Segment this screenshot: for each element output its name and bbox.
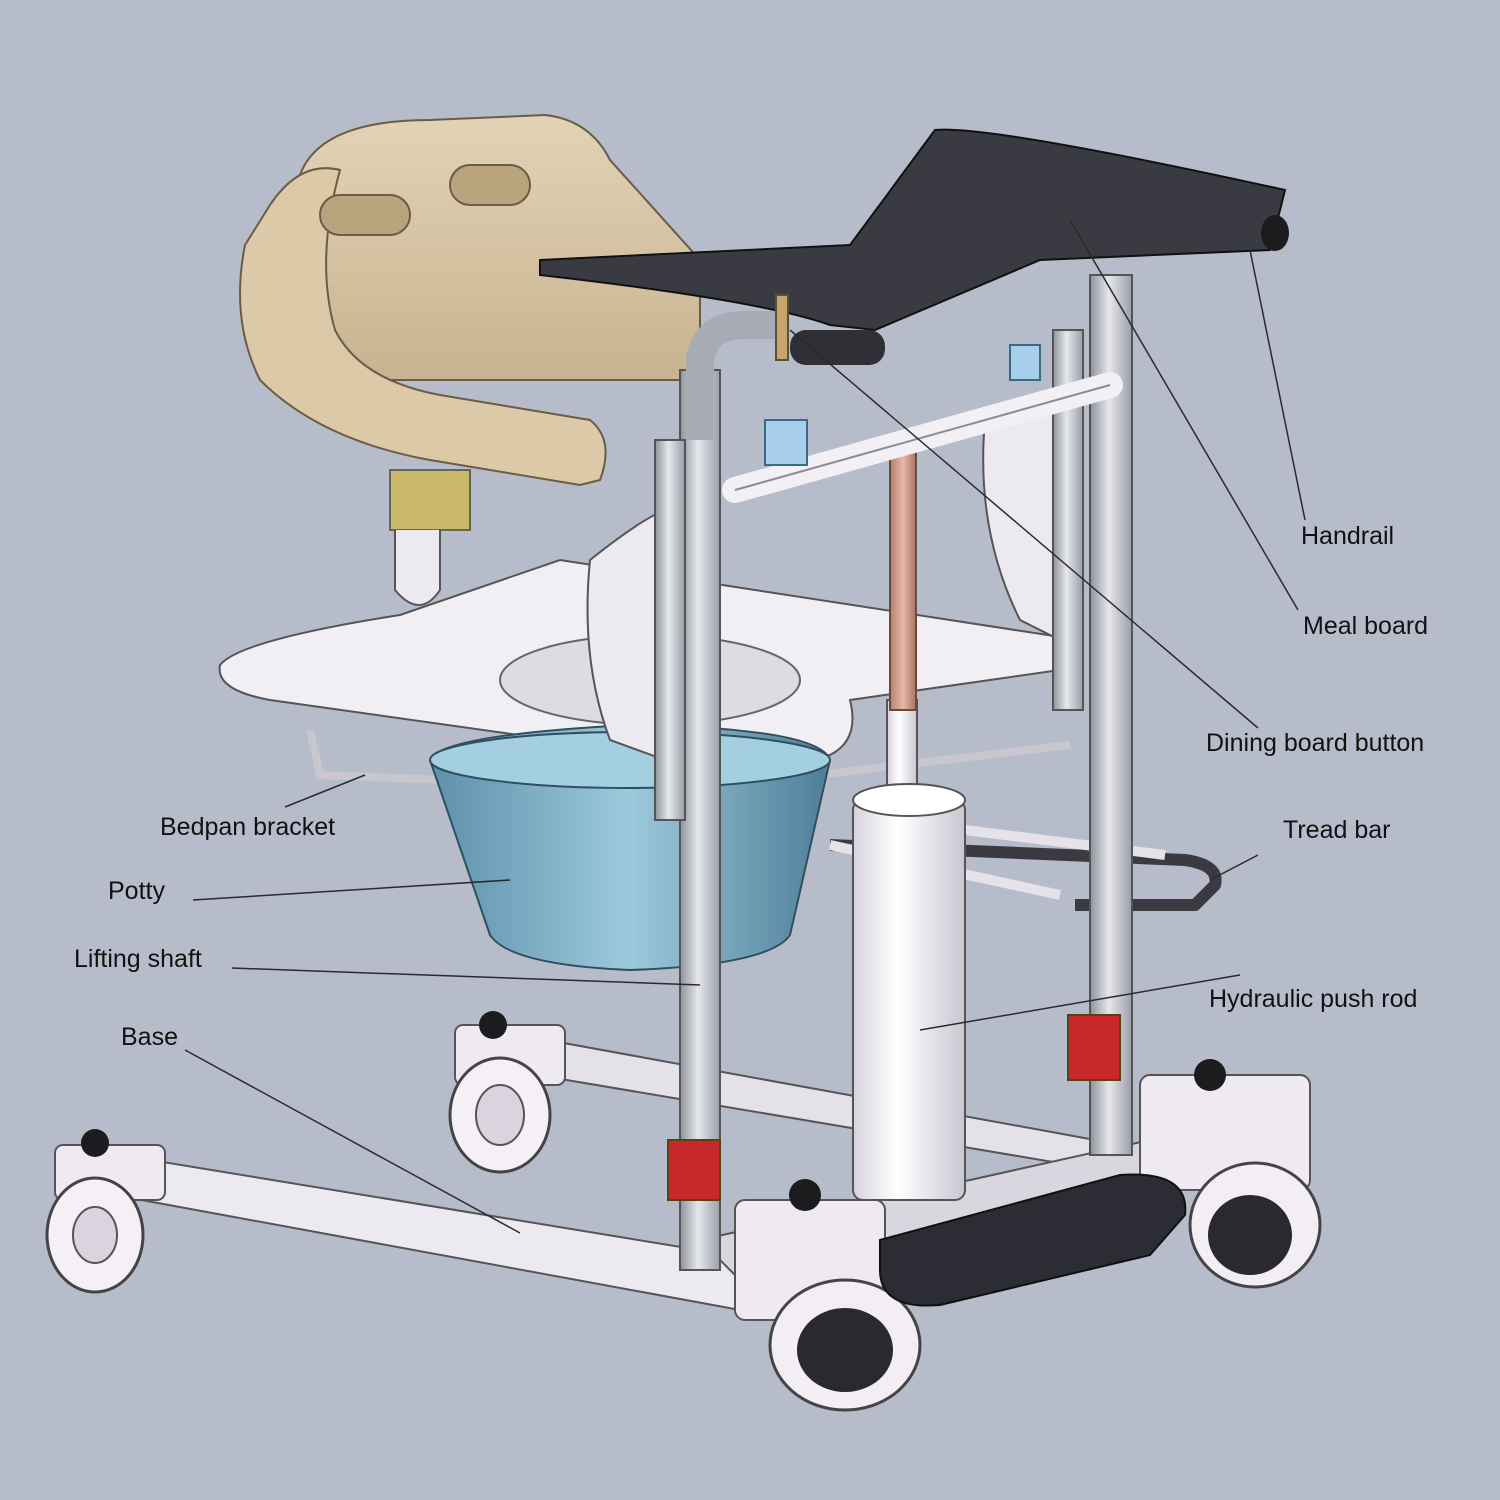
hydraulic-copper-rod xyxy=(889,449,917,711)
leader-handrail xyxy=(1249,249,1306,521)
rear-pole xyxy=(1089,274,1133,1156)
callout-tread-bar: Tread bar xyxy=(1283,816,1391,844)
callout-base: Base xyxy=(121,1023,178,1051)
lifting-shaft-inner xyxy=(654,439,686,821)
caster-hub xyxy=(475,1084,525,1146)
leader-bedpan-bracket xyxy=(284,774,366,808)
callout-bedpan-bracket: Bedpan bracket xyxy=(160,813,336,841)
casters xyxy=(45,1011,1322,1412)
blue-clamp xyxy=(1009,344,1041,381)
lifting-shaft-pole xyxy=(679,369,721,1271)
seat-fork xyxy=(394,530,441,606)
foot-pedal xyxy=(879,1173,1187,1307)
leader-lines xyxy=(184,219,1306,1234)
leader-tread-bar xyxy=(1209,854,1259,881)
handle-slot xyxy=(319,194,411,236)
red-collar xyxy=(667,1139,721,1201)
armrest-curve xyxy=(239,167,607,487)
leader-hydraulic-push-rod xyxy=(919,974,1241,1031)
red-collar xyxy=(1067,1014,1121,1081)
tread-bar xyxy=(829,839,1222,911)
meal-board-knob xyxy=(1261,215,1289,251)
callout-potty: Potty xyxy=(108,877,165,905)
callout-dining-board-button: Dining board button xyxy=(1206,729,1425,757)
seat-post xyxy=(389,469,471,531)
caster-tire xyxy=(1208,1195,1292,1275)
seat-back xyxy=(239,113,701,487)
dining-board-button xyxy=(775,294,789,361)
backrest-panel xyxy=(298,113,701,381)
hydraulic-cylinder xyxy=(852,799,966,1201)
leader-meal-board xyxy=(1069,219,1299,611)
leader-lifting-shaft xyxy=(231,967,701,986)
blue-clamp xyxy=(764,419,808,466)
callout-handrail: Handrail xyxy=(1301,522,1395,550)
side-plate-left xyxy=(586,508,666,762)
leader-base xyxy=(184,1049,521,1234)
leader-dining-board-button xyxy=(789,329,1259,729)
leader-potty xyxy=(192,879,511,901)
hydraulic-cylinder-top xyxy=(852,783,966,817)
side-plate-right xyxy=(982,398,1061,642)
handle-hook xyxy=(686,311,785,440)
callout-lifting-shaft: Lifting shaft xyxy=(74,945,202,973)
base-frame xyxy=(54,1024,1311,1321)
caster-lock-knob xyxy=(1194,1059,1226,1091)
meal-board xyxy=(539,128,1287,332)
handle-slot xyxy=(449,164,531,206)
caster-lock-knob xyxy=(789,1179,821,1211)
caster-lock-knob xyxy=(479,1011,507,1039)
cross-tube-outline xyxy=(734,384,1111,491)
callout-hydraulic-push-rod: Hydraulic push rod xyxy=(1209,985,1418,1013)
caster-hub xyxy=(72,1206,118,1264)
caster-lock-knob xyxy=(81,1129,109,1157)
callout-meal-board: Meal board xyxy=(1303,612,1429,640)
caster-tire xyxy=(797,1308,893,1392)
handrail-bar xyxy=(790,330,885,365)
